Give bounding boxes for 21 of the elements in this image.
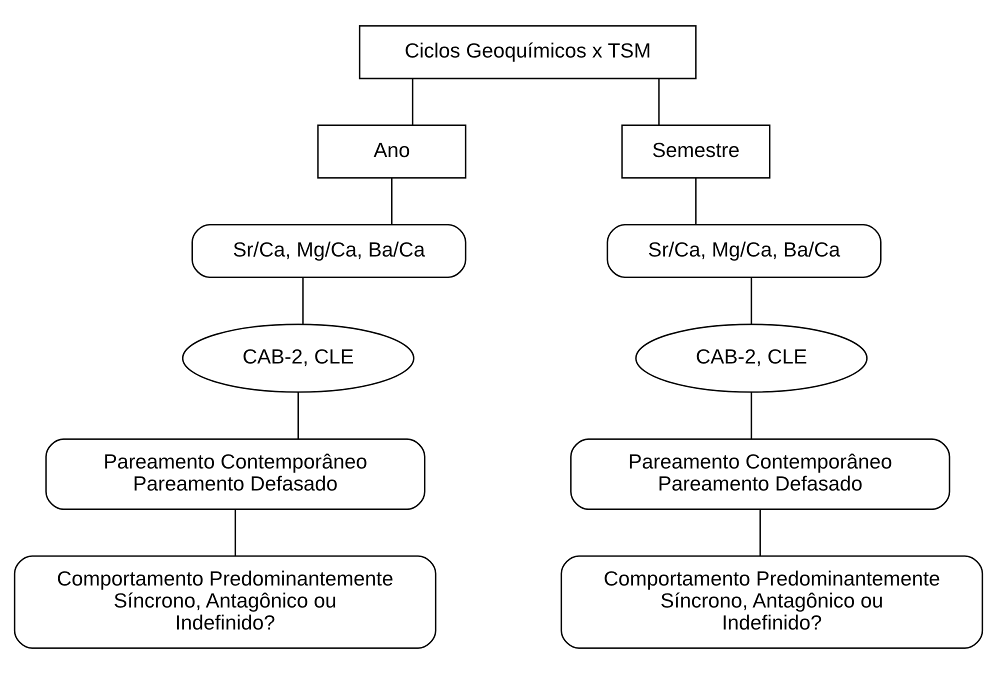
connector	[658, 78, 660, 124]
connector	[234, 509, 236, 556]
connector	[391, 178, 392, 224]
node-box: Sr/Ca, Mg/Ca, Ba/Ca	[606, 223, 882, 278]
connector	[302, 277, 304, 324]
connector	[750, 277, 752, 324]
connector	[759, 509, 761, 556]
node-box: Pareamento Contemporâneo Pareamento Defasado	[45, 438, 426, 510]
connector	[412, 78, 414, 124]
connector	[750, 392, 752, 439]
node-box: Semestre	[621, 124, 770, 178]
node-box: Sr/Ca, Mg/Ca, Ba/Ca	[192, 223, 466, 278]
node-ellipse: CAB-2, CLE	[182, 323, 414, 392]
node-box: Ciclos Geoquímicos x TSM	[358, 24, 697, 79]
node-box: Comportamento Predominantemente Síncrono, Antagônico ou Indefinido?	[560, 554, 984, 648]
node-box: Pareamento Contemporâneo Pareamento Defasado	[570, 438, 950, 510]
connector	[695, 178, 697, 224]
node-box: Ano	[317, 124, 466, 178]
node-box: Comportamento Predominantemente Síncrono, Antagônico ou Indefinido?	[14, 554, 436, 648]
node-ellipse: CAB-2, CLE	[635, 323, 868, 392]
connector	[297, 392, 299, 439]
